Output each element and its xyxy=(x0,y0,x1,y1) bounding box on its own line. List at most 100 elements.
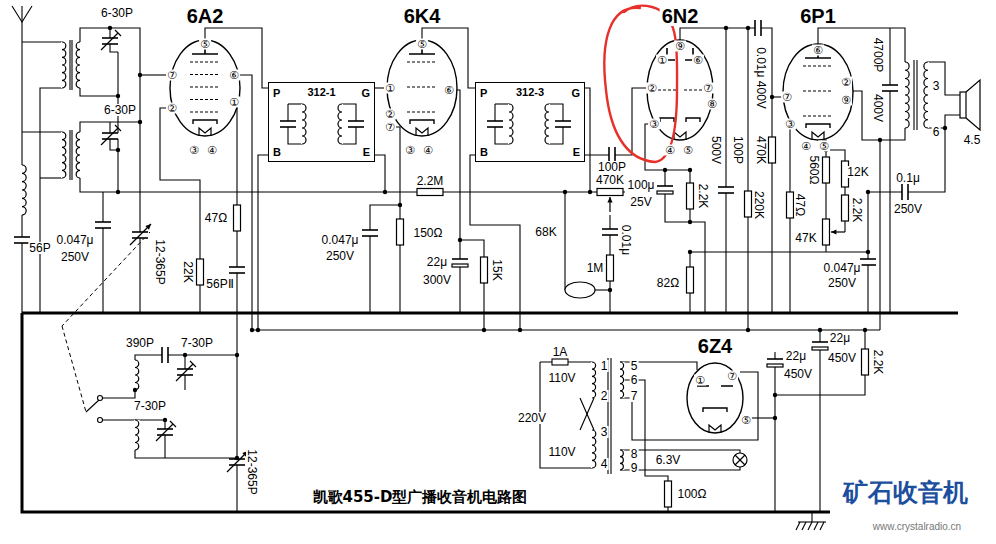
part-value: 2 xyxy=(600,390,609,402)
wire xyxy=(234,102,237,512)
part-value: 300V xyxy=(422,274,452,286)
capacitor-plate xyxy=(555,126,571,128)
coil-winding xyxy=(22,165,26,215)
coil-winding xyxy=(76,132,80,178)
coil-symbol xyxy=(61,42,67,88)
junction-dot xyxy=(863,328,867,332)
junction-dot xyxy=(663,168,667,172)
junction-dot xyxy=(163,418,167,422)
vacuum-tube-symbol xyxy=(170,40,240,136)
junction-dot xyxy=(116,190,120,194)
pin-number: ⑦ xyxy=(702,83,714,94)
coil-winding xyxy=(135,420,139,450)
resistor-symbol xyxy=(607,255,614,281)
wire xyxy=(868,128,945,313)
part-value: 1A xyxy=(552,346,569,358)
part-value: 47Ω xyxy=(204,212,228,224)
capacitor-plate xyxy=(602,234,618,236)
junction-dot xyxy=(116,94,120,98)
wire xyxy=(118,191,625,192)
coil-winding xyxy=(509,104,513,144)
wire xyxy=(747,28,748,330)
capacitor-symbol xyxy=(227,451,248,472)
part-value: 56P xyxy=(28,242,51,254)
fuse-symbol xyxy=(552,359,568,365)
wire-gap xyxy=(94,222,112,228)
junction-dot xyxy=(608,288,612,292)
wire xyxy=(102,192,103,313)
tube-envelope xyxy=(170,40,240,136)
wire xyxy=(40,88,62,313)
coil-symbol xyxy=(508,104,514,144)
junction-dot xyxy=(138,73,142,77)
junction-dot xyxy=(866,250,870,254)
part-value: 150Ω xyxy=(413,227,444,239)
heater xyxy=(674,132,686,140)
pin-number: ⑥ xyxy=(228,70,240,81)
part-value: 390P xyxy=(125,337,155,349)
wire-gap xyxy=(228,267,246,273)
coil-winding xyxy=(62,132,66,178)
resistor-body xyxy=(481,257,488,283)
pin-number: ⑦ xyxy=(781,92,793,103)
wire xyxy=(564,192,565,290)
capacitor-symbol xyxy=(554,121,572,127)
part-value: 100P xyxy=(597,161,627,173)
terminal-name: P xyxy=(272,88,281,99)
pin-number: ③ xyxy=(404,145,416,156)
pin-number: ① xyxy=(694,375,706,386)
wire-gap xyxy=(601,229,619,235)
grid xyxy=(803,90,833,91)
wire-gap xyxy=(347,121,365,127)
pin-number: ⑨ xyxy=(840,95,852,106)
resistor-body xyxy=(597,189,623,196)
pin-number: ⑧ xyxy=(706,99,718,110)
resistor-symbol xyxy=(197,259,204,285)
wire xyxy=(102,390,135,398)
diagram-title: 凯歌455-D型广播收音机电路图 xyxy=(311,490,530,505)
part-value: 22μ xyxy=(829,332,851,344)
coil-symbol xyxy=(904,62,910,128)
pin-number: ④ xyxy=(422,145,434,156)
part-value: 68K xyxy=(534,226,557,238)
junction-dot xyxy=(250,328,254,332)
capacitor-plate xyxy=(452,264,468,267)
junction-dot xyxy=(518,328,522,332)
capacitor-plate xyxy=(487,126,503,128)
wire xyxy=(71,40,72,90)
watermark: 矿石收音机 xyxy=(842,480,969,505)
capacitor-plate xyxy=(280,120,296,122)
arrow-head xyxy=(831,229,836,234)
part-value: 5 xyxy=(630,360,639,372)
part-value: 110V xyxy=(547,372,576,384)
grid xyxy=(190,74,220,75)
part-value: 7-30P xyxy=(180,337,214,349)
capacitor-plate xyxy=(348,126,364,128)
coil-symbol xyxy=(21,165,27,215)
wire-gap xyxy=(21,165,27,215)
wire-gap xyxy=(61,42,67,88)
capacitor-symbol xyxy=(176,361,196,381)
wire xyxy=(21,6,22,22)
wire xyxy=(100,419,135,420)
part-value: 470K xyxy=(755,135,767,165)
grid xyxy=(658,89,676,90)
wire xyxy=(135,450,237,458)
wire xyxy=(802,522,806,530)
part-value: 22μ xyxy=(426,256,448,268)
part-value: 47K xyxy=(794,232,817,244)
pin-number: ② xyxy=(646,83,658,94)
grid xyxy=(407,61,437,62)
if-transformer-box: 312-3PGBE xyxy=(475,82,585,162)
pin-number: ② xyxy=(840,77,852,88)
wire xyxy=(774,352,775,512)
resistor-body xyxy=(862,349,869,375)
pin-number: ⑦ xyxy=(166,70,178,81)
wire xyxy=(40,177,62,178)
capacitor-symbol xyxy=(859,259,877,265)
arrow-line xyxy=(227,451,248,472)
trimmer-mark xyxy=(101,125,121,145)
terminal-name: P xyxy=(479,88,488,99)
part-value: 4 xyxy=(600,458,609,470)
